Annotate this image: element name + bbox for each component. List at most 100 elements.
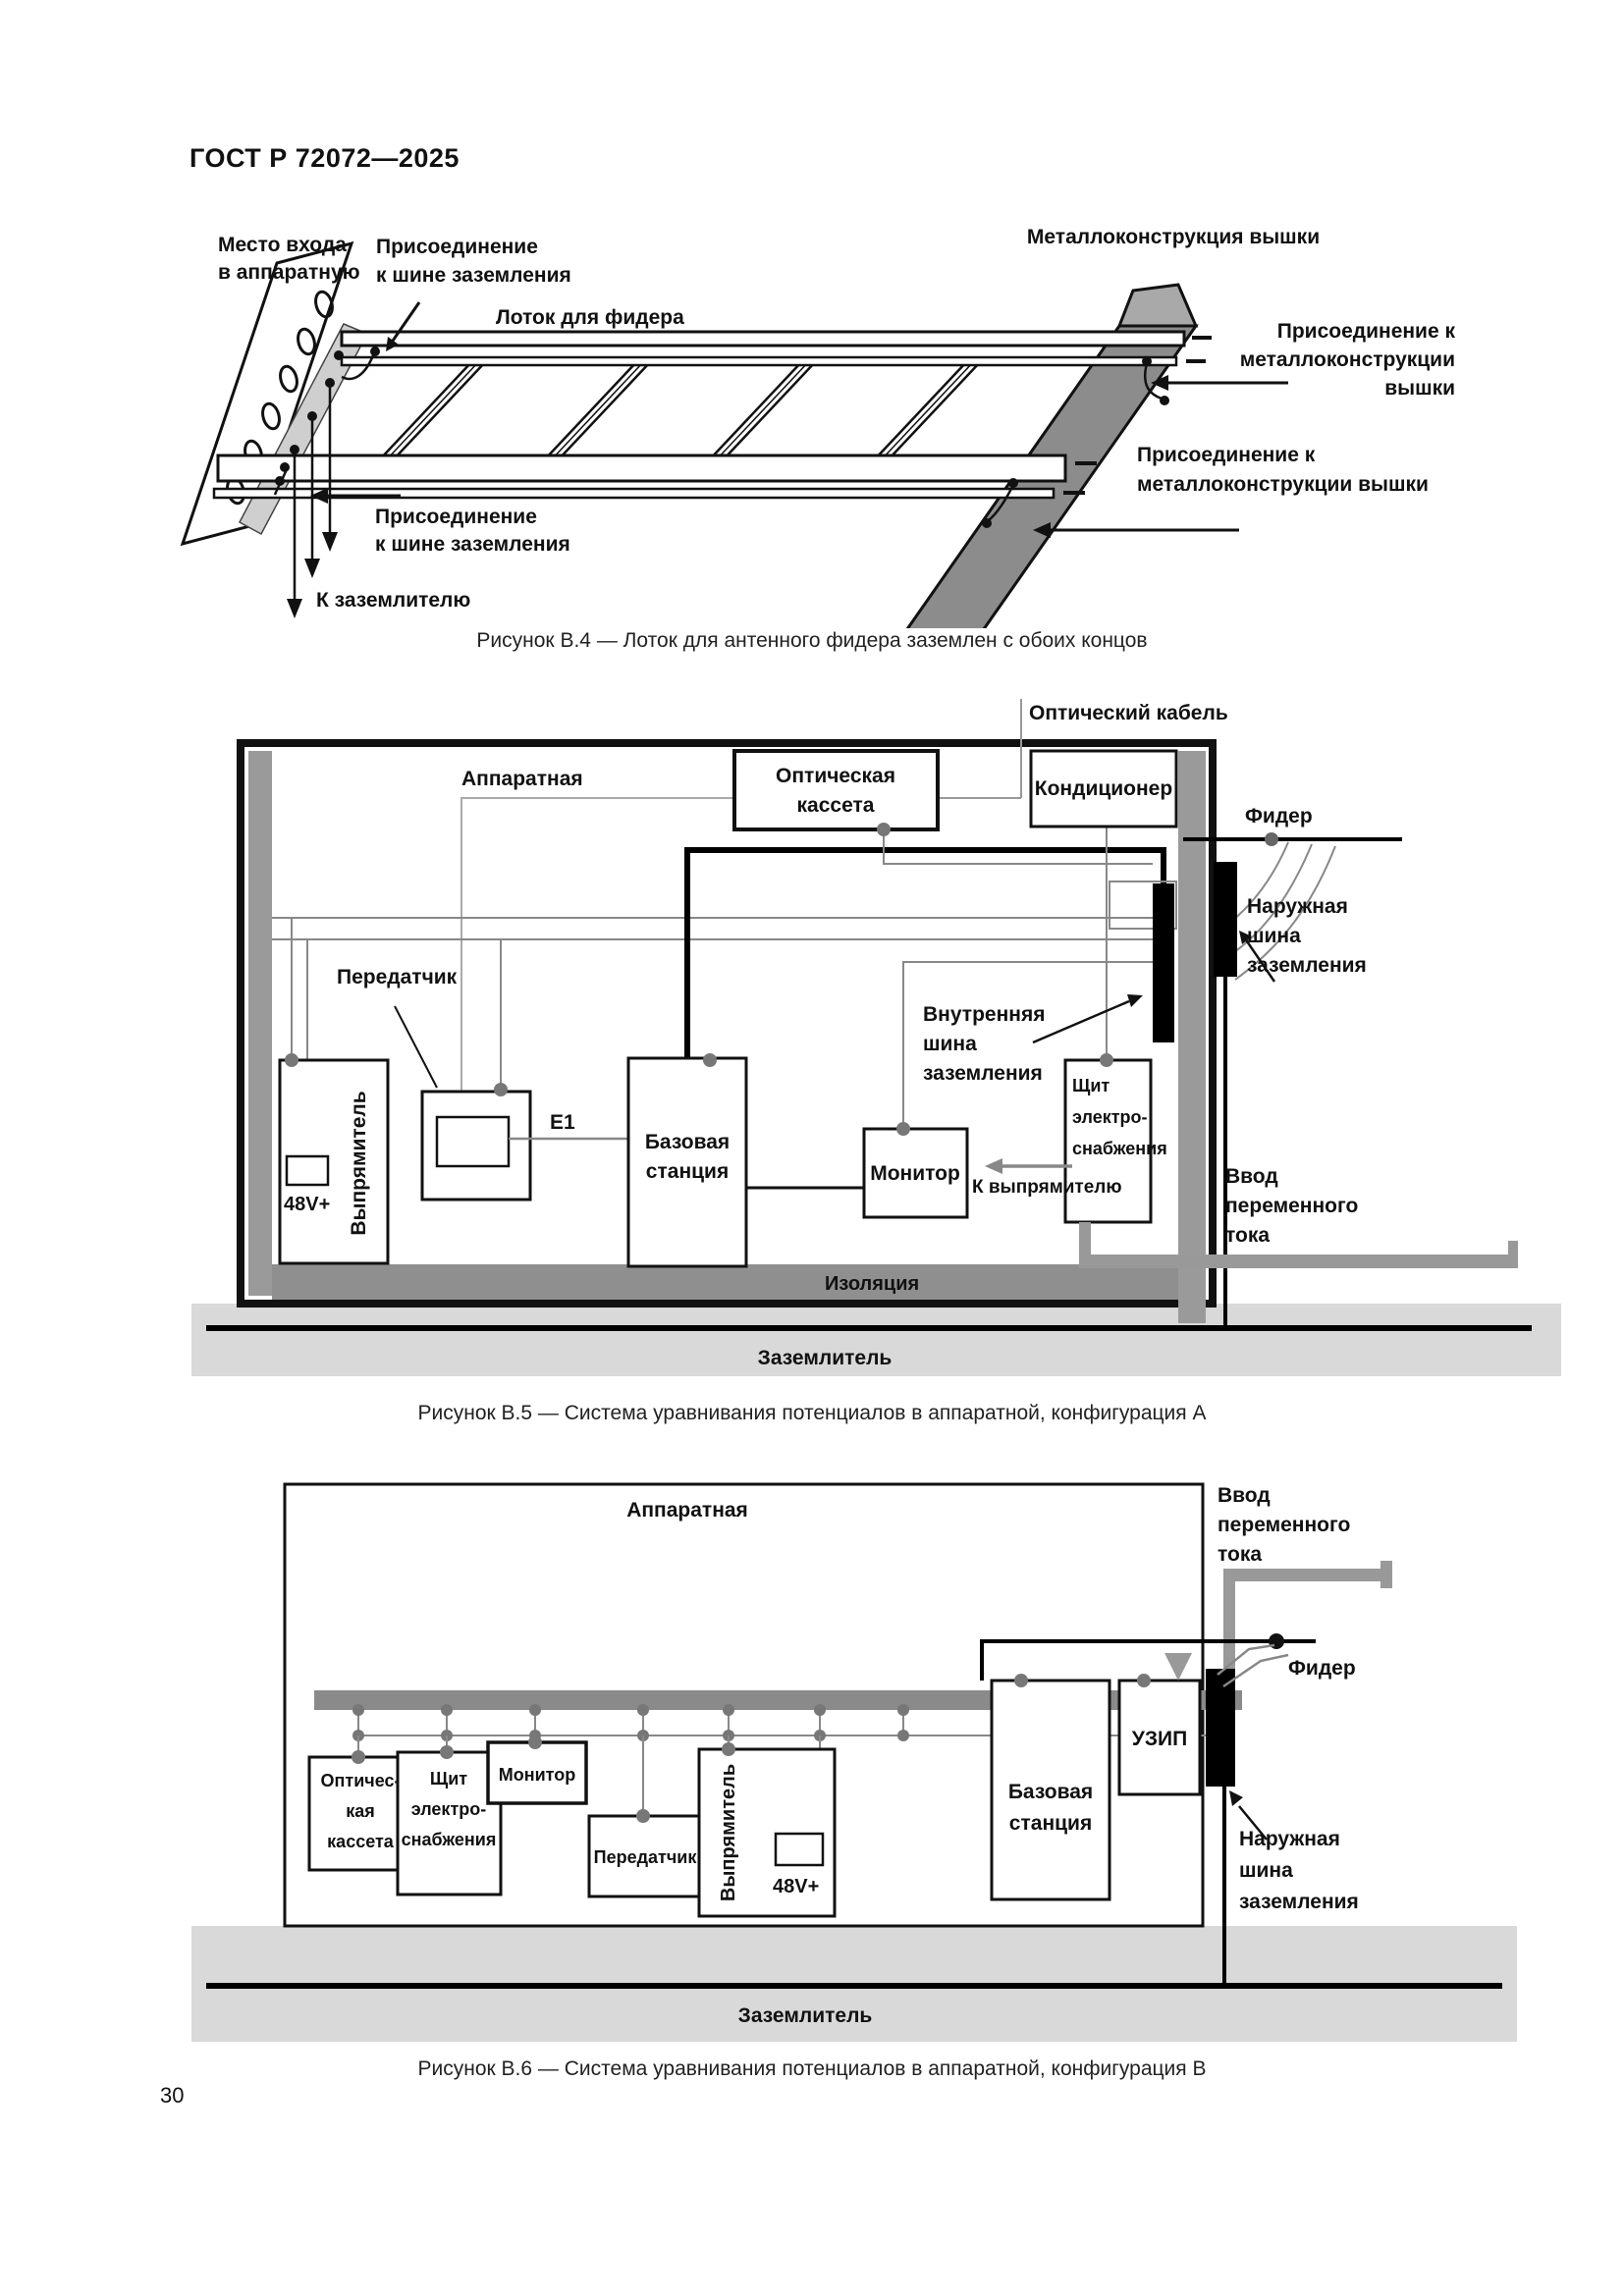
box-optical-cassette-label2: кая bbox=[346, 1801, 375, 1821]
feeder-ground-kit2 bbox=[1230, 843, 1313, 955]
label-feeder: Фидер bbox=[1245, 805, 1313, 828]
ac-cable-end bbox=[1380, 1561, 1392, 1588]
label-entry-line2: в аппаратную bbox=[218, 261, 360, 284]
external-bus-arrow-line bbox=[1238, 1805, 1268, 1841]
label-external-bus-line3: заземления bbox=[1247, 954, 1367, 977]
box-base-station bbox=[990, 1679, 1111, 1901]
label-tower: Металлоконструкция вышки bbox=[1027, 226, 1320, 248]
box-monitor bbox=[486, 1740, 588, 1805]
box-base-station-label1: Базовая bbox=[1008, 1781, 1093, 1803]
label-insulation: Изоляция bbox=[825, 1273, 919, 1295]
rectifier-48v-box bbox=[774, 1832, 825, 1867]
label-bus-bottom-line1: Присоединение bbox=[375, 506, 537, 528]
rectifier-bond-dot bbox=[722, 1742, 735, 1756]
label-optical-cable: Оптический кабель bbox=[1029, 702, 1228, 724]
box-transmitter bbox=[587, 1814, 704, 1898]
label-tower-conn1-line3: вышки bbox=[1384, 377, 1455, 400]
figure-b5-diagram: Заземлитель Изоляция Аппаратная Оптическ… bbox=[191, 699, 1561, 1376]
label-ac-line1: Ввод bbox=[1218, 1484, 1271, 1507]
internal-ground-bar bbox=[1153, 883, 1174, 1042]
monitor-bond-wire bbox=[902, 961, 1153, 1129]
feeder-dot bbox=[1265, 832, 1278, 846]
internal-bus-arrow-line bbox=[1032, 999, 1130, 1044]
box-power-panel-label3: снабжения bbox=[402, 1830, 497, 1849]
label-room: Аппаратная bbox=[461, 768, 583, 790]
label-bus-top-line1: Присоединение bbox=[376, 236, 538, 258]
figure-b4-diagram: Место входа в аппаратную Присоединение к… bbox=[180, 226, 1455, 628]
feeder-ground-kit1 bbox=[1217, 1643, 1275, 1676]
label-bus-bottom-line2: к шине заземления bbox=[375, 533, 570, 556]
ac-cable-vertical bbox=[1079, 1222, 1091, 1261]
earth-band bbox=[191, 1304, 1561, 1376]
label-tower-conn2-line2: металлоконструкции вышки bbox=[1137, 473, 1429, 496]
base-station-bond-dot bbox=[1014, 1674, 1028, 1687]
box-optical-cassette bbox=[732, 749, 940, 831]
label-bus-top-line2: к шине заземления bbox=[376, 264, 571, 287]
box-base-station-label2: станция bbox=[1009, 1812, 1092, 1835]
label-earth: Заземлитель bbox=[738, 2004, 873, 2027]
label-internal-bus-line3: заземления bbox=[923, 1062, 1043, 1085]
external-ground-bar bbox=[1214, 862, 1237, 977]
spd-bond-dot bbox=[1137, 1674, 1151, 1687]
box-monitor-label: Монитор bbox=[499, 1765, 576, 1785]
external-ground-bar bbox=[1206, 1669, 1235, 1787]
tray-rungs bbox=[375, 359, 1137, 463]
box-rectifier-label: Выпрямитель bbox=[348, 1091, 370, 1235]
transmitter-module bbox=[435, 1115, 511, 1168]
label-transmitter: Передатчик bbox=[337, 966, 458, 988]
box-power-panel-label2: электро- bbox=[411, 1799, 487, 1819]
insulation-strip bbox=[272, 1264, 1178, 1300]
feeder-entry-frame bbox=[1109, 881, 1177, 930]
label-earth: Заземлитель bbox=[758, 1347, 893, 1369]
plate-bond-points bbox=[273, 347, 380, 496]
box-optical-cassette-label3: кассета bbox=[327, 1832, 395, 1851]
tray-front-rail bbox=[212, 454, 1097, 500]
rectifier-bond-dot bbox=[285, 1053, 298, 1067]
internal-ground-loop bbox=[684, 847, 1166, 1058]
label-room: Аппаратная bbox=[626, 1499, 748, 1522]
label-ac-line2: переменного bbox=[1225, 1195, 1358, 1217]
doc-header: ГОСТ Р 72072—2025 bbox=[189, 143, 460, 173]
box-rectifier-label: Выпрямитель bbox=[718, 1764, 739, 1901]
earth-conductor bbox=[206, 1325, 1532, 1331]
box-optical-cassette-label2: кассета bbox=[797, 794, 875, 817]
feeder-ground-kit2 bbox=[1222, 1653, 1289, 1688]
figure-b6-diagram: Заземлитель Аппаратная Ввод переменного … bbox=[191, 1482, 1517, 2042]
box-power-panel-label3: снабжения bbox=[1072, 1139, 1167, 1158]
box-conditioner-label: Кондиционер bbox=[1035, 777, 1172, 800]
label-tray: Лоток для фидера bbox=[496, 306, 684, 329]
label-external-bus-line3: заземления bbox=[1239, 1891, 1359, 1913]
transmitter-bond-dot bbox=[636, 1809, 650, 1823]
label-to-rectifier: К выпрямителю bbox=[972, 1177, 1122, 1198]
box-base-station bbox=[626, 1056, 748, 1268]
rectifier-48v-label: 48V+ bbox=[284, 1194, 330, 1215]
box-monitor-label: Монитор bbox=[870, 1162, 960, 1185]
tray-back-rail bbox=[340, 330, 1212, 367]
cassette-bond-dot bbox=[352, 1750, 365, 1764]
transmitter-bond-dot bbox=[494, 1083, 508, 1096]
box-monitor bbox=[862, 1127, 969, 1219]
rectifier-48v-box bbox=[285, 1154, 330, 1187]
label-entry-line1: Место входа bbox=[218, 234, 347, 256]
box-power-panel-label1: Щит bbox=[430, 1769, 467, 1789]
to-rectifier-arrowhead bbox=[985, 1158, 1002, 1174]
label-external-bus-line2: шина bbox=[1247, 925, 1301, 947]
box-base-station-label2: станция bbox=[646, 1160, 729, 1183]
base-station-bond-dot bbox=[703, 1053, 717, 1067]
figure-b5-caption: Рисунок В.5 — Система уравнивания потенц… bbox=[417, 1402, 1207, 1424]
box-spd-label: УЗИП bbox=[1132, 1728, 1187, 1750]
feeder-ground-kit3 bbox=[1234, 845, 1336, 981]
box-optical-cassette-label1: Оптичес- bbox=[321, 1771, 401, 1790]
ac-cable-horizontal bbox=[1223, 1569, 1390, 1581]
cassette-bond-dot bbox=[877, 823, 891, 836]
room-left-band bbox=[248, 751, 272, 1296]
label-external-bus-line1: Наружная bbox=[1239, 1828, 1340, 1850]
power-panel-bond-dot bbox=[440, 1745, 454, 1759]
surge-triangle bbox=[1164, 1653, 1192, 1681]
box-base-station-label1: Базовая bbox=[645, 1131, 730, 1153]
box-transmitter-label: Передатчик bbox=[594, 1847, 698, 1867]
power-panel-bond-dot bbox=[1100, 1053, 1113, 1067]
transmitter-leader bbox=[394, 1005, 438, 1089]
feeder-line bbox=[980, 1639, 1316, 1681]
